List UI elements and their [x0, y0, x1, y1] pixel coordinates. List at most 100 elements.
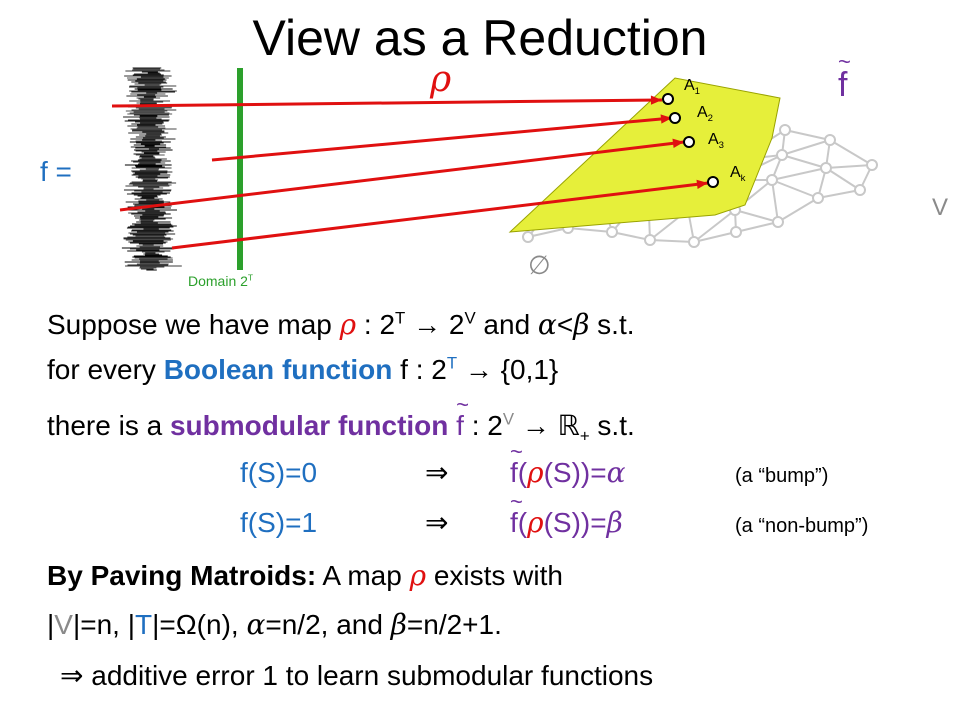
reduction-figure — [111, 67, 878, 271]
f-equals-text: f = — [40, 156, 72, 187]
tilde-mark: ~ — [838, 49, 851, 74]
point-label-sub: 2 — [707, 113, 714, 125]
arrow-head — [696, 179, 708, 189]
point-label-ak: Ak — [730, 163, 745, 183]
text-span: → {0,1} — [457, 354, 559, 385]
beta-symbol: β — [390, 608, 407, 641]
map-arrow — [171, 181, 709, 250]
lattice-edge — [781, 139, 831, 156]
point-circle — [707, 176, 719, 188]
lattice-edge — [735, 221, 779, 233]
lattice-node — [824, 134, 836, 146]
text-span: s.t. — [589, 309, 635, 340]
text-span: =n/2, and — [265, 609, 391, 640]
line-submodular: there is a submodular function ~f : 2V →… — [47, 394, 635, 445]
image-points — [662, 93, 719, 188]
rho-symbol: ρ — [430, 59, 452, 100]
lattice-node — [820, 162, 832, 174]
text-span: ( — [517, 507, 528, 538]
line-params: |V|=n, |T|=Ω(n), α=n/2, and β=n/2+1. — [47, 607, 502, 643]
ftilde-text: f — [510, 457, 518, 488]
lattice-edge — [825, 164, 873, 169]
lattice-edge — [817, 189, 861, 199]
rho-symbol: ρ — [409, 559, 427, 592]
text-span: additive error 1 to learn submodular fun… — [83, 660, 654, 691]
tilde-mark: ~ — [510, 439, 523, 464]
lattice-edge — [771, 167, 827, 181]
superscript: T — [446, 353, 458, 373]
lattice-edge — [693, 209, 736, 243]
case-lhs: f(S)=0 — [240, 457, 318, 488]
superscript: T — [395, 308, 406, 328]
text-span: |= — [152, 609, 176, 640]
implies-symbol: ⇒ — [60, 660, 84, 691]
point-label-a1: A1 — [684, 76, 700, 96]
empty-set-label: ∅ — [528, 250, 551, 280]
paving-matroids-term: By Paving Matroids: — [47, 560, 317, 591]
text-span: : 2 — [463, 410, 503, 441]
rho-symbol: ρ — [527, 456, 544, 489]
lattice-node — [606, 226, 618, 238]
rho-label: ρ — [430, 60, 451, 100]
lattice-edge — [693, 231, 737, 243]
omega-symbol: Ω — [175, 609, 197, 640]
text-span: =n/2+1. — [406, 609, 502, 640]
map-arrows — [111, 95, 709, 250]
v-label-text: V — [932, 194, 949, 221]
ftilde-label: ~f — [838, 51, 851, 105]
lattice-edge — [777, 197, 819, 223]
reals-symbol: ℝ — [557, 410, 580, 441]
lattice-edge — [611, 231, 651, 241]
ftilde-text: f — [838, 66, 848, 104]
implies-symbol: ⇒ — [425, 507, 449, 538]
text-span: s.t. — [589, 410, 635, 441]
empty-set-symbol: ∅ — [528, 250, 551, 280]
line-conclusion: ⇒ additive error 1 to learn submodular f… — [60, 658, 653, 694]
arrow-head — [650, 95, 662, 105]
case-lhs: f(S)=1 — [240, 507, 318, 538]
ftilde-text: f — [456, 410, 464, 441]
point-label-a2: A2 — [697, 103, 713, 123]
boolean-function-signal — [121, 67, 182, 271]
line-suppose: Suppose we have map ρ : 2T → 2V and α<β … — [47, 307, 635, 343]
superscript: V — [464, 308, 476, 328]
text-span: f : 2 — [392, 354, 447, 385]
lattice-node — [776, 149, 788, 161]
ftilde-text: f — [510, 507, 518, 538]
arrow-head — [660, 114, 672, 124]
alpha-symbol: α — [537, 308, 557, 341]
text-span: ( — [517, 457, 528, 488]
non-bump-note: (a “non-bump”) — [735, 515, 869, 537]
text-span: (S))= — [543, 457, 607, 488]
lattice-edge — [527, 227, 569, 238]
point-label-text: A — [730, 164, 741, 181]
text-span: → 2 — [405, 309, 465, 340]
lattice-node — [522, 231, 534, 243]
point-label-text: A — [684, 77, 695, 94]
text-span: A map — [316, 560, 410, 591]
rho-symbol: ρ — [527, 506, 544, 539]
bump-note: (a “bump”) — [735, 465, 829, 487]
point-circle — [662, 93, 674, 105]
v-symbol: V — [54, 609, 73, 640]
lattice-edge — [784, 129, 831, 141]
line-paving: By Paving Matroids: A map ρ exists with — [47, 558, 563, 594]
text-span: < — [556, 309, 574, 340]
lattice-node — [688, 236, 700, 248]
tilde-mark: ~ — [456, 392, 470, 417]
line-boolean: for every Boolean function f : 2T → {0,1… — [47, 352, 558, 388]
v-label: V — [932, 194, 948, 222]
case-zero: f(S)=0 ⇒ ~f(ρ(S))=α (a “bump”) — [240, 441, 940, 495]
alpha-symbol: α — [606, 456, 626, 489]
tilde-mark: ~ — [510, 489, 523, 514]
point-label-sub: 1 — [694, 86, 701, 98]
lattice-edge — [649, 239, 695, 243]
text-span: for every — [47, 354, 164, 385]
lattice-node — [772, 216, 784, 228]
boolean-function-term: Boolean function — [163, 354, 393, 385]
domain-bar — [237, 68, 243, 270]
map-arrow — [211, 116, 673, 162]
lattice-node — [766, 174, 778, 186]
beta-symbol: β — [573, 308, 590, 341]
domain-label: Domain 2T — [188, 272, 253, 290]
